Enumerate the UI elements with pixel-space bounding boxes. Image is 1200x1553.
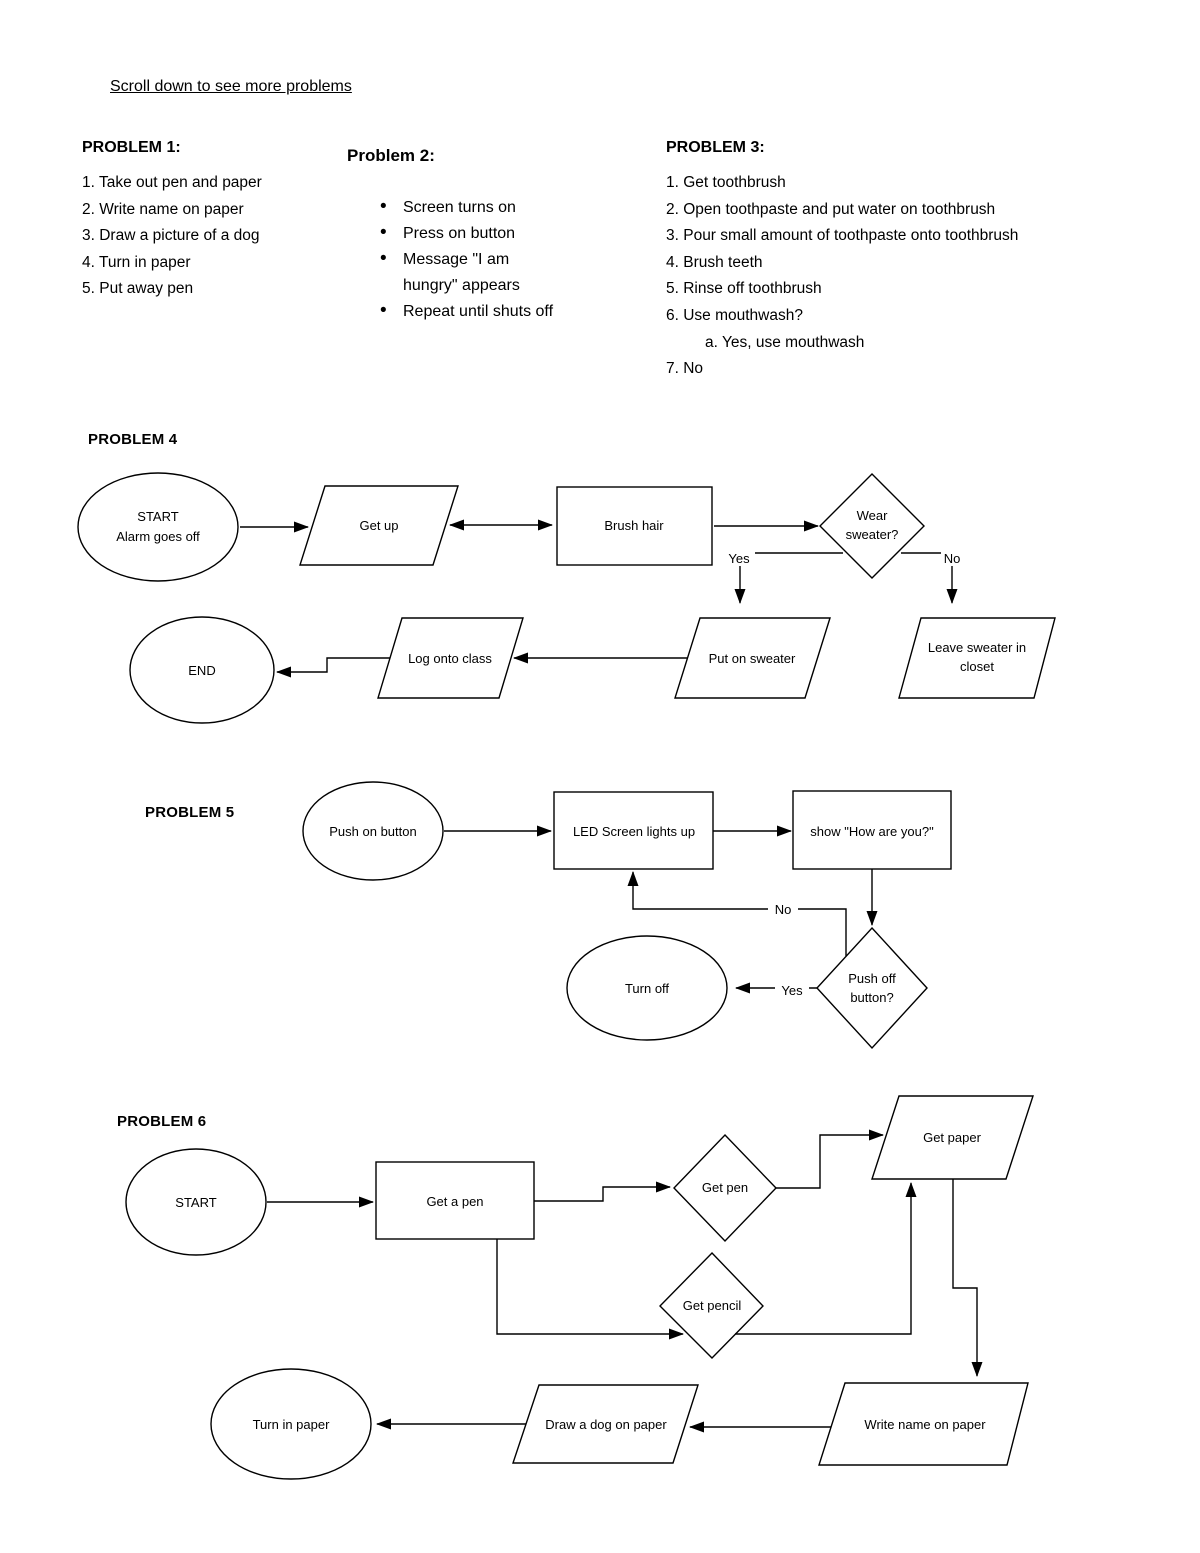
p5-led-label: LED Screen lights up [573,824,695,839]
p4-putonsweater-label: Put on sweater [709,651,796,666]
p5-no-label: No [775,902,792,917]
list-item: 5. Put away pen [82,280,194,298]
p4-end-label: END [188,663,215,678]
p5-decision-label-line2: button? [850,990,893,1005]
bullet-item: Screen turns on [347,194,553,221]
list-subitem: a. Yes, use mouthwash [705,333,865,351]
p6-arrow-getpencil-to-getpaper [735,1182,917,1335]
problem-2-list: Screen turns on Press on button Message … [347,194,553,325]
p6-writename-label: Write name on paper [864,1417,986,1432]
p4-brushhair-process [556,486,713,566]
list-item: 7. No [666,360,704,378]
p6-drawdog-label: Draw a dog on paper [545,1417,667,1432]
problem-3-section: PROBLEM 3: 1. Get toothbrush 2. Open too… [666,139,1018,383]
problem-6-title: PROBLEM 6 [117,1113,207,1130]
bullet-item: Message "I am [347,246,553,273]
p6-getpen-label: Get pen [702,1180,748,1195]
p6-getpaper-label: Get paper [923,1130,981,1145]
p4-putonsweater-io [674,617,831,699]
p5-pushoff-decision [816,926,928,1050]
list-item: 1. Get toothbrush [666,174,786,191]
problem-1-section: PROBLEM 1: 1. Take out pen and paper 2. … [82,139,262,303]
p6-turninpaper-label: Turn in paper [253,1417,331,1432]
p5-pushonbutton-label: Push on button [329,824,416,839]
p4-yes-label: Yes [728,551,750,566]
bullet-item-continuation: hungry" appears [403,277,520,294]
list-item: 3. Pour small amount of toothpaste onto … [666,227,1019,245]
p6-turninpaper-terminal [210,1368,372,1480]
problem-1-list: 1. Take out pen and paper 2. Write name … [82,170,262,303]
p5-yes-label-mask [775,983,809,996]
p6-arrow-getapen-to-getpen [534,1181,671,1202]
p5-turnoff-terminal [566,935,728,1041]
p6-start-label: START [175,1195,216,1210]
p6-getpen-decision [673,1133,777,1243]
problem-1-title: PROBLEM 1: [82,139,181,156]
p4-logontoclass-label: Log onto class [408,651,492,666]
p4-start-terminal [77,472,239,582]
p4-leavesweater-label-line2: closet [960,659,994,674]
p4-decision-label-line1: Wear [857,508,888,523]
list-item: 6. Use mouthwash? [666,306,803,324]
p6-getpencil-decision [659,1251,764,1359]
p5-turnoff-label: Turn off [625,981,669,996]
p6-writename-io [818,1382,1029,1466]
p6-getpencil-label: Get pencil [683,1298,742,1313]
list-item: 1. Take out pen and paper [82,174,262,191]
problem-3-list: 1. Get toothbrush 2. Open toothpaste and… [666,170,1018,383]
p6-drawdog-io [512,1384,699,1464]
p4-leavesweater-io [898,617,1056,699]
list-item: 3. Draw a picture of a dog [82,227,260,245]
p5-decision-label-line1: Push off [848,971,896,986]
problem-6-flowchart: START Get a pen Get pen Get paper Get pe… [125,1095,1034,1480]
p5-show-process [792,790,952,870]
problem-2-section: Problem 2: Screen turns on Press on butt… [347,146,553,325]
p5-no-label-mask [768,902,798,915]
p6-start-terminal [125,1148,267,1256]
p4-start-label-line1: START [137,509,178,524]
p6-getapen-process [375,1161,535,1240]
p6-arrow-getapen-to-getpencil [496,1239,684,1340]
p5-no-loop-arrow [627,871,847,956]
problem-2-title: Problem 2: [347,146,435,165]
p4-wear-sweater-decision [819,473,925,579]
problem-3-title: PROBLEM 3: [666,139,765,156]
problem-4-flowchart: START Alarm goes off Get up Brush hair W… [77,472,1056,724]
p6-arrow-getpaper-to-writename [952,1179,983,1377]
p4-getup-label: Get up [359,518,398,533]
scroll-note: Scroll down to see more problems [110,78,352,95]
p4-start-label-line2: Alarm goes off [116,529,200,544]
list-item: 2. Write name on paper [82,200,244,218]
p4-end-terminal [129,616,275,724]
p5-show-label: show "How are you?" [810,824,934,839]
p5-pushonbutton-terminal [302,781,444,881]
p4-no-label: No [944,551,961,566]
p5-led-process [553,791,714,870]
p4-leavesweater-label-line1: Leave sweater in [928,640,1026,655]
problem-5-title: PROBLEM 5 [145,804,235,821]
p5-yes-label: Yes [781,983,803,998]
p4-logontoclass-io [377,617,524,699]
problem-4-title: PROBLEM 4 [88,431,178,448]
list-item: 4. Brush teeth [666,253,763,271]
p6-getapen-label: Get a pen [426,1194,483,1209]
p4-arrow-log-to-end [276,657,390,678]
p6-getpaper-io [871,1095,1034,1180]
p4-brushhair-label: Brush hair [604,518,664,533]
p6-arrow-getpen-to-getpaper [776,1129,884,1189]
problem-5-flowchart: Push on button LED Screen lights up show… [302,781,952,1050]
bullet-item: Repeat until shuts off [347,298,553,325]
p4-getup-io [299,485,459,566]
list-item: 4. Turn in paper [82,253,191,271]
bullet-item: Press on button [347,220,553,247]
list-item: 2. Open toothpaste and put water on toot… [666,200,996,218]
p4-decision-label-line2: sweater? [846,527,899,542]
list-item: 5. Rinse off toothbrush [666,280,822,298]
